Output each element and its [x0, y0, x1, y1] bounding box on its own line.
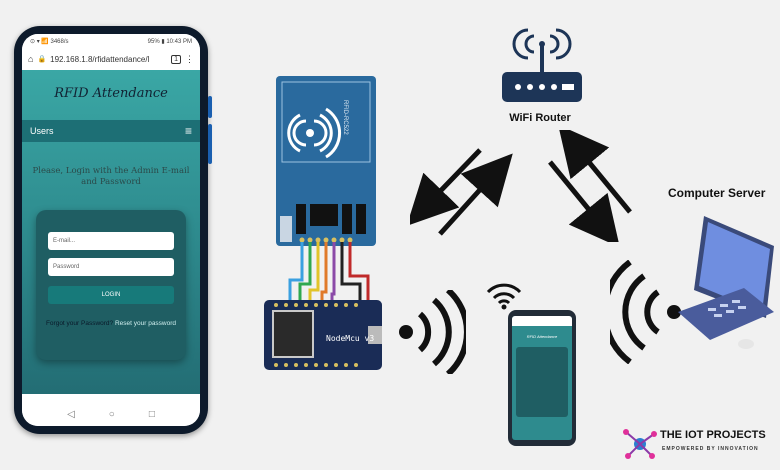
more-menu-icon[interactable]: ⋮ — [185, 53, 194, 64]
phone-volume-button — [208, 96, 212, 118]
wifi-router-icon — [502, 28, 582, 102]
password-field[interactable]: Password — [48, 258, 174, 276]
browser-address-bar[interactable]: ⌂ 🔒 192.168.1.8/rfidattendance/l 1 ⋮ — [22, 48, 200, 71]
circuit-brain-icon — [623, 429, 657, 459]
forgot-password-text: Forgot your Password? Reset your passwor… — [44, 318, 178, 329]
nodemcu-board: NodeMcu v3 — [264, 300, 382, 370]
arrow-rfid-to-router — [438, 153, 513, 236]
forgot-label: Forgot your Password? — [45, 320, 114, 327]
user-phone-title: RFID Attendance — [526, 334, 558, 339]
email-field[interactable]: E-mail... — [48, 232, 174, 250]
phone-screen: ⊙ ▾ 📶 3468/s 95% ▮ 10:43 PM ⌂ 🔒 192.168.… — [22, 34, 200, 426]
wifi-signal-icon — [399, 290, 466, 374]
home-button-icon[interactable]: ○ — [108, 408, 115, 420]
server-signal-icon — [610, 260, 681, 364]
login-message: Please, Login with the Admin E-mail and … — [32, 166, 190, 187]
brand-title: THE IOT PROJECTS — [660, 429, 766, 441]
nodemcu-label: NodeMcu v3 — [326, 334, 375, 343]
nav-bar[interactable]: Users ≡ — [22, 120, 200, 142]
rfid-board-graphic — [280, 81, 371, 243]
android-nav-bar: ◁ ○ □ — [22, 402, 200, 426]
attendance-web-app: RFID Attendance Users ≡ Please, Login wi… — [22, 70, 200, 394]
nav-users-link[interactable]: Users — [30, 126, 54, 136]
url-text[interactable]: 192.168.1.8/rfidattendance/l — [50, 54, 150, 64]
reset-password-link[interactable]: Reset your password — [113, 320, 177, 327]
user-phone-table — [516, 347, 568, 417]
brand-logo: THE IOT PROJECTS EMPOWERED BY INNOVATION — [622, 424, 780, 464]
nodemcu-graphic — [272, 303, 382, 367]
login-button[interactable]: LOGIN — [48, 286, 174, 304]
home-icon[interactable]: ⌂ — [28, 54, 34, 64]
rfid-board-label: RFID-RC522 — [342, 100, 348, 135]
router-label: WiFi Router — [509, 112, 571, 124]
user-phone-screen: RFID Attendance — [512, 316, 572, 440]
page-title: RFID Attendance — [54, 86, 168, 101]
laptop-icon — [678, 216, 774, 349]
status-bar: ⊙ ▾ 📶 3468/s 95% ▮ 10:43 PM — [22, 34, 200, 48]
tab-count-icon[interactable]: 1 — [171, 54, 181, 64]
user-phone-urlbar — [512, 316, 572, 326]
hamburger-menu-icon[interactable]: ≡ — [184, 124, 192, 138]
brand-subtitle: EMPOWERED BY INNOVATION — [662, 446, 759, 452]
rfid-reader-board: RFID-RC522 — [276, 76, 376, 246]
arrow-server-to-router — [558, 130, 632, 214]
login-card: E-mail... Password LOGIN Forgot your Pas… — [36, 210, 186, 360]
lock-icon: 🔒 — [37, 56, 47, 63]
status-right: 95% ▮ 10:43 PM — [147, 38, 192, 45]
user-phone: RFID Attendance — [508, 310, 576, 446]
phone-power-button — [208, 124, 212, 164]
status-left: ⊙ ▾ 📶 3468/s — [30, 38, 69, 45]
server-label: Computer Server — [668, 186, 766, 200]
admin-phone: ⊙ ▾ 📶 3468/s 95% ▮ 10:43 PM ⌂ 🔒 192.168.… — [14, 26, 212, 434]
recents-icon[interactable]: □ — [148, 408, 155, 420]
small-wifi-icon — [486, 283, 522, 310]
rfid-antenna-icon — [287, 107, 342, 159]
data-flow-arrows — [410, 130, 632, 242]
back-icon[interactable]: ◁ — [67, 408, 75, 420]
